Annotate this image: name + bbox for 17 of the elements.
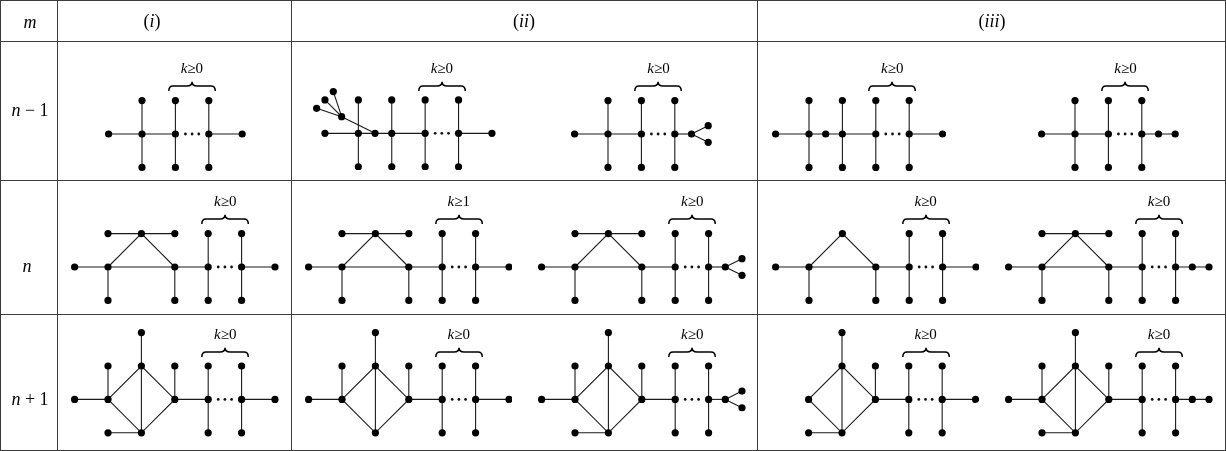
brace-label: k≥0 [1114,60,1137,76]
row-label: n [22,257,32,275]
brace-label: k≥0 [881,60,904,76]
brace-label: k≥0 [214,193,237,209]
brace-label: k≥0 [681,193,704,209]
brace-label: k≥1 [447,193,470,209]
brace-label: k≥0 [914,193,937,209]
row-label: n − 1 [11,101,49,119]
row-label: n + 1 [11,390,49,408]
column-header: (iii) [978,12,1006,30]
brace-label: k≥0 [180,60,204,76]
brace-label: k≥0 [430,60,454,76]
column-header: (i) [143,12,161,30]
column-header: (ii) [513,12,535,30]
column-header: m [23,13,37,31]
brace-label: k≥0 [647,60,670,76]
brace-label: k≥0 [1147,193,1171,209]
